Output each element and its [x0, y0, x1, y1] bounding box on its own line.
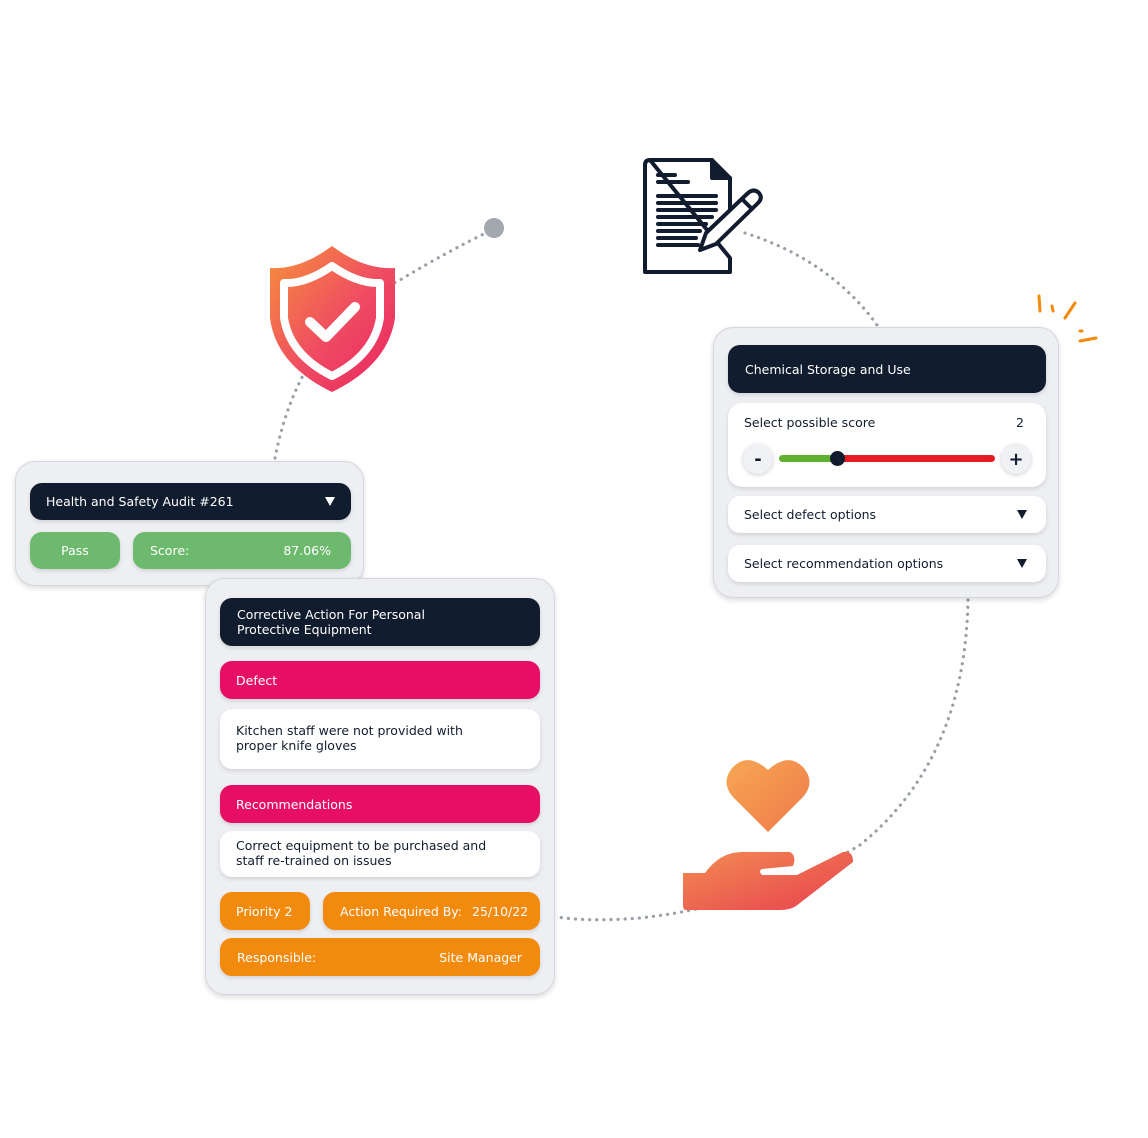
recommendations-header-label: Recommendations: [236, 796, 353, 812]
recommendation-text-line2: staff re-trained on issues: [236, 853, 392, 868]
slider-track-filled: [779, 455, 837, 462]
status-badge: Pass: [30, 532, 120, 569]
chevron-down-icon: [1017, 510, 1027, 519]
dotted-path-upper-right: [743, 231, 879, 327]
document-pen-icon: [643, 158, 763, 274]
increase-score-button[interactable]: +: [1001, 444, 1031, 474]
recommendations-header: Recommendations: [220, 785, 540, 823]
corrective-title-line2: Protective Equipment: [237, 622, 372, 637]
priority-text: Priority 2: [236, 903, 293, 919]
defect-options-select[interactable]: Select defect options: [728, 496, 1046, 533]
audit-card: Health and Safety Audit #261 Pass Score:…: [15, 461, 364, 586]
score-selector-label: Select possible score: [744, 415, 876, 430]
corrective-title-line1: Corrective Action For Personal: [237, 607, 425, 622]
action-required-badge: Action Required By: 25/10/22: [323, 892, 540, 930]
corrective-action-card: Corrective Action For Personal Protectiv…: [205, 578, 555, 995]
chemical-card: Chemical Storage and Use Select possible…: [713, 327, 1059, 598]
defect-text-line1: Kitchen staff were not provided with: [236, 723, 463, 738]
chemical-header: Chemical Storage and Use: [728, 345, 1046, 393]
minus-icon: -: [754, 448, 762, 470]
score-selector: Select possible score 2 - +: [728, 403, 1046, 487]
score-badge: Score: 87.06%: [133, 532, 351, 569]
responsible-badge: Responsible: Site Manager: [220, 938, 540, 976]
defect-select-label: Select defect options: [744, 507, 877, 522]
recommendation-description: Correct equipment to be purchased and st…: [220, 831, 540, 877]
action-required-label: Action Required By:: [340, 903, 463, 919]
recommendation-text-line1: Correct equipment to be purchased and: [236, 838, 487, 853]
score-slider[interactable]: [779, 451, 995, 466]
audit-dropdown[interactable]: Health and Safety Audit #261: [30, 483, 351, 520]
score-value: 87.06%: [283, 543, 331, 558]
slider-track-remaining: [837, 455, 995, 462]
slider-thumb[interactable]: [830, 451, 845, 466]
recommendation-options-select[interactable]: Select recommendation options: [728, 545, 1046, 582]
decrease-score-button[interactable]: -: [743, 444, 773, 474]
audit-title: Health and Safety Audit #261: [46, 494, 234, 509]
chevron-down-icon: [1017, 559, 1027, 568]
defect-header: Defect: [220, 661, 540, 699]
priority-badge: Priority 2: [220, 892, 310, 930]
responsible-value: Site Manager: [439, 949, 522, 965]
corrective-header: Corrective Action For Personal Protectiv…: [220, 598, 540, 646]
recommendation-select-label: Select recommendation options: [744, 556, 944, 571]
chevron-down-icon: [325, 497, 335, 506]
status-text: Pass: [61, 543, 89, 558]
endpoint-dot: [484, 218, 504, 238]
score-label: Score:: [150, 543, 190, 558]
chemical-title: Chemical Storage and Use: [745, 361, 911, 377]
defect-text-line2: proper knife gloves: [236, 738, 357, 753]
dotted-path-upper-left: [273, 228, 494, 460]
action-required-date: 25/10/22: [472, 903, 529, 919]
score-selector-value: 2: [1016, 415, 1024, 430]
plus-icon: +: [1008, 448, 1024, 470]
defect-description: Kitchen staff were not provided with pro…: [220, 709, 540, 769]
dotted-path-lower-right: [555, 598, 970, 922]
heart-hand-icon: [683, 760, 853, 910]
shield-check-icon: [270, 246, 395, 392]
defect-header-label: Defect: [236, 672, 278, 688]
responsible-label: Responsible:: [237, 949, 317, 965]
